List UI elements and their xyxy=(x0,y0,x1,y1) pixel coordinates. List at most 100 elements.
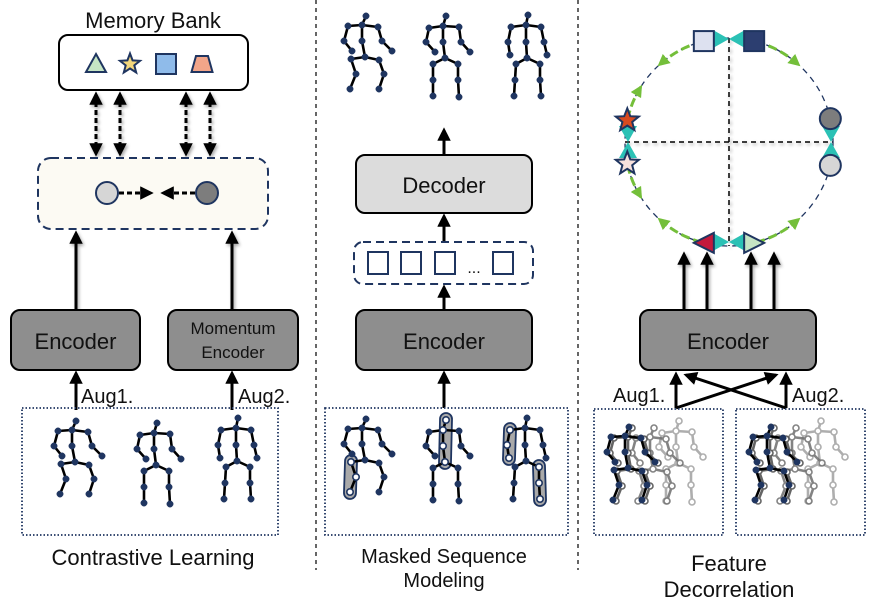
joint xyxy=(510,479,518,487)
joint xyxy=(767,423,775,431)
joint xyxy=(805,468,813,476)
joint xyxy=(232,441,240,449)
joint xyxy=(829,481,837,489)
joint xyxy=(140,467,148,475)
joint xyxy=(429,496,437,504)
skeleton xyxy=(797,417,849,506)
joint xyxy=(641,448,649,456)
aug2-label: Aug2. xyxy=(238,386,290,408)
encoder-label: Encoder xyxy=(687,329,769,354)
joint xyxy=(537,23,545,31)
joint xyxy=(57,460,65,468)
joint xyxy=(624,464,632,472)
joint xyxy=(362,12,370,20)
joint xyxy=(165,483,173,491)
joint xyxy=(749,433,757,441)
aug-cross-arrows xyxy=(669,371,793,410)
joint xyxy=(621,432,629,440)
joint xyxy=(643,481,651,489)
joint xyxy=(216,454,224,462)
joint xyxy=(800,429,808,437)
memory-bank-star-icon xyxy=(117,50,143,75)
joint xyxy=(814,443,822,451)
skeleton xyxy=(340,415,396,500)
joint xyxy=(603,448,611,456)
joint xyxy=(658,429,666,437)
joint xyxy=(374,426,382,434)
joint xyxy=(638,467,646,475)
joint xyxy=(425,428,433,436)
joint xyxy=(779,434,787,442)
joint xyxy=(361,53,369,61)
joint xyxy=(222,463,230,471)
joint xyxy=(454,60,462,68)
joint xyxy=(672,427,680,435)
joint xyxy=(98,452,106,460)
joint xyxy=(536,76,544,84)
token xyxy=(492,251,514,275)
repel-arrow xyxy=(657,34,717,67)
decoder-block xyxy=(355,154,533,214)
joint xyxy=(780,496,788,504)
joint xyxy=(71,458,79,466)
joint xyxy=(522,21,530,29)
joint xyxy=(512,60,520,68)
attract-arrowhead xyxy=(713,30,729,48)
attract-arrowhead xyxy=(619,142,637,158)
skeleton xyxy=(504,11,551,100)
skeleton xyxy=(422,12,474,101)
joint xyxy=(793,458,801,466)
joint xyxy=(523,54,531,62)
joint xyxy=(378,440,386,448)
joint xyxy=(247,495,255,503)
joint xyxy=(510,92,518,100)
joint xyxy=(662,435,670,443)
joint xyxy=(150,429,158,437)
joint xyxy=(439,22,447,30)
joint xyxy=(247,426,255,434)
joint xyxy=(362,415,370,423)
skeleton xyxy=(422,412,474,505)
token-ellipsis: ... xyxy=(467,260,480,277)
joint xyxy=(454,480,462,488)
joint xyxy=(610,466,618,474)
joint xyxy=(646,433,654,441)
decoder-label: Decoder xyxy=(402,173,485,198)
joint xyxy=(68,442,76,450)
skeleton xyxy=(50,417,106,498)
joint xyxy=(431,48,439,56)
token xyxy=(400,251,422,275)
joint xyxy=(804,435,812,443)
joint xyxy=(745,448,753,456)
memory-bank-trapezoid-icon xyxy=(190,55,214,73)
momentum-encoder-block xyxy=(167,309,299,371)
repel-arrow xyxy=(621,84,643,130)
joint xyxy=(166,430,174,438)
encoder-label: Encoder xyxy=(403,329,485,354)
joint xyxy=(543,51,551,59)
joint xyxy=(346,85,354,93)
joint xyxy=(506,51,514,59)
joint xyxy=(524,11,532,19)
skeleton xyxy=(655,417,707,506)
aug1-label: Aug1. xyxy=(613,385,665,407)
joint xyxy=(358,37,366,45)
joint xyxy=(763,432,771,440)
joint xyxy=(438,441,447,450)
input-skeleton-box xyxy=(21,407,279,536)
joint xyxy=(511,76,519,84)
joint xyxy=(609,496,617,504)
joint xyxy=(422,38,430,46)
memory-bank-title: Memory Bank xyxy=(85,8,222,33)
joint xyxy=(542,454,550,462)
joint xyxy=(221,479,229,487)
joint xyxy=(687,465,695,473)
joint xyxy=(220,495,228,503)
joint xyxy=(537,92,545,100)
joint xyxy=(808,449,816,457)
joint xyxy=(783,448,791,456)
ring-outline xyxy=(624,37,834,247)
feature-ring xyxy=(613,30,842,255)
